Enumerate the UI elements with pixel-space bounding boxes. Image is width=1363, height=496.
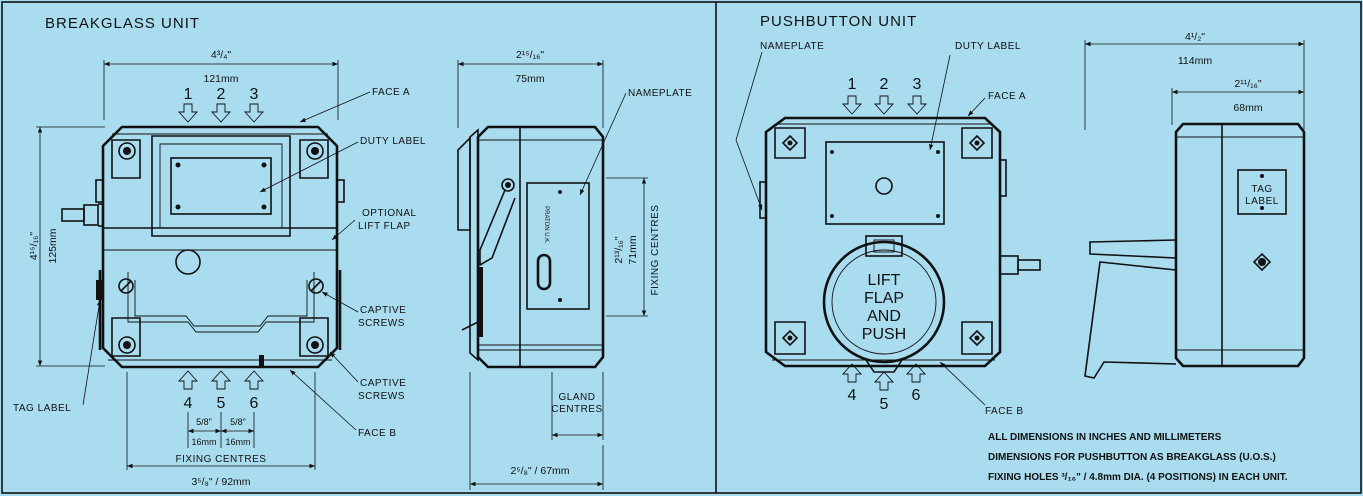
fixing-centres-dim: 3⁵/₈" / 92mm xyxy=(191,476,250,488)
breakglass-bottom-arrows: 4 5 6 xyxy=(177,370,265,412)
face-a-label: FACE A xyxy=(372,87,410,98)
side-bottom-dim: 2⁵/₈" / 67mm xyxy=(510,465,569,477)
captive-screws-label-1a: CAPTIVE xyxy=(360,305,406,316)
captive-screw-icon xyxy=(308,278,324,294)
spacing-in-2: 5/8" xyxy=(230,417,246,427)
arrow-label-4: 4 xyxy=(184,395,193,412)
pb-tag-label-1: TAG xyxy=(1251,184,1272,195)
captive-screws-label-1b: SCREWS xyxy=(358,318,405,329)
flap-text-lift: LIFT xyxy=(868,272,901,289)
fixing-hole-icon xyxy=(968,134,986,152)
pb-depth-in: 2¹¹/₁₆" xyxy=(1234,78,1262,90)
arrow-up-icon xyxy=(210,370,232,390)
gland-centres-label-1: GLAND xyxy=(559,392,596,403)
arrow-label-5: 5 xyxy=(217,395,226,412)
pb-width-in: 4¹/₂" xyxy=(1185,31,1205,43)
captive-screw-icon xyxy=(118,278,134,294)
fixing-hole-icon xyxy=(968,329,986,347)
flap-text-flap: FLAP xyxy=(864,290,904,307)
arrow-up-icon xyxy=(243,370,265,390)
breakglass-height-mm: 125mm xyxy=(47,228,59,263)
arrow-down-icon xyxy=(243,103,265,123)
note-line-2: DIMENSIONS FOR PUSHBUTTON AS BREAKGLASS … xyxy=(988,452,1276,463)
gland-icon xyxy=(1252,252,1272,272)
pushbutton-side-view xyxy=(1084,122,1306,379)
side-nameplate-label: NAMEPLATE xyxy=(628,88,692,99)
optional-lift-flap-label-1: OPTIONAL xyxy=(362,208,417,219)
tag-label-label: TAG LABEL xyxy=(13,403,71,414)
breakglass-front-view xyxy=(61,125,345,369)
arrow-label-2: 2 xyxy=(217,86,226,103)
breakglass-top-arrows: 1 2 3 xyxy=(177,86,265,123)
duty-label-label: DUTY LABEL xyxy=(360,136,426,147)
pushbutton-bottom-arrows: 4 5 6 xyxy=(841,363,927,413)
breakglass-height-in: 4¹⁵/₁₆" xyxy=(28,232,40,260)
pb-tag-label-plate xyxy=(1237,169,1287,215)
flap-text-and: AND xyxy=(867,308,901,325)
pb-duty-label-label: DUTY LABEL xyxy=(955,41,1021,52)
pb-face-a-label: FACE A xyxy=(988,91,1026,102)
pb-face-b-label: FACE B xyxy=(985,406,1024,417)
fixing-hole-icon xyxy=(118,142,136,160)
arrow-up-icon xyxy=(905,363,927,383)
breakglass-side-view: PRATON U.K. xyxy=(457,125,605,369)
pb-arrow-label-2: 2 xyxy=(880,76,889,93)
fixing-hole-icon xyxy=(306,336,324,354)
spacing-in-1: 5/8" xyxy=(196,417,212,427)
optional-lift-flap-label-2: LIFT FLAP xyxy=(358,221,411,232)
pb-nameplate-label: NAMEPLATE xyxy=(760,41,824,52)
nameplate-brand-text: PRATON U.K. xyxy=(543,206,549,244)
side-fixing-centres-label: FIXING CENTRES xyxy=(650,205,661,296)
lift-flap xyxy=(822,240,946,364)
spacing-mm-1: 16mm xyxy=(191,437,216,447)
arrow-down-icon xyxy=(906,95,928,115)
fixing-hole-icon xyxy=(781,329,799,347)
arrow-up-icon xyxy=(873,371,895,391)
breakglass-title: BREAKGLASS UNIT xyxy=(45,15,200,32)
duty-label-plate xyxy=(170,157,272,215)
arrow-label-1: 1 xyxy=(184,86,193,103)
note-line-3: FIXING HOLES ³/₁₆" / 4.8mm DIA. (4 POSIT… xyxy=(988,472,1288,483)
side-fixing-in: 2¹³/₁₆" xyxy=(613,236,625,264)
side-depth-in: 2¹⁵/₁₆" xyxy=(516,49,544,61)
fixing-hole-icon xyxy=(781,134,799,152)
arrow-label-3: 3 xyxy=(250,86,259,103)
fixing-hole-icon xyxy=(306,142,324,160)
gland-centres-label-2: CENTRES xyxy=(551,404,602,415)
flap-text-push: PUSH xyxy=(862,326,906,343)
pb-arrow-label-1: 1 xyxy=(848,76,857,93)
fixing-centres-label: FIXING CENTRES xyxy=(176,454,267,465)
fixing-hole-icon xyxy=(118,336,136,354)
pb-arrow-label-4: 4 xyxy=(848,387,857,404)
pb-duty-label-plate xyxy=(825,141,945,225)
arrow-label-6: 6 xyxy=(250,395,259,412)
arrow-up-icon xyxy=(177,370,199,390)
note-line-1: ALL DIMENSIONS IN INCHES AND MILLIMETERS xyxy=(988,432,1222,443)
captive-screws-label-2b: SCREWS xyxy=(358,391,405,402)
pushbutton-front-view xyxy=(759,116,1041,373)
pb-depth-mm: 68mm xyxy=(1233,102,1262,114)
breakglass-width-mm: 121mm xyxy=(203,73,238,85)
breakglass-width-in: 4³/₄" xyxy=(211,49,232,61)
nameplate-plate xyxy=(526,182,590,310)
pushbutton-title: PUSHBUTTON UNIT xyxy=(760,13,917,30)
arrow-up-icon xyxy=(841,363,863,383)
spacing-mm-2: 16mm xyxy=(225,437,250,447)
arrow-down-icon xyxy=(873,95,895,115)
arrow-down-icon xyxy=(210,103,232,123)
pb-tag-label-2: LABEL xyxy=(1245,196,1279,207)
pb-arrow-label-5: 5 xyxy=(880,396,889,413)
pb-width-mm: 114mm xyxy=(1178,55,1212,67)
arrow-down-icon xyxy=(177,103,199,123)
arrow-down-icon xyxy=(841,95,863,115)
captive-screws-label-2a: CAPTIVE xyxy=(360,378,406,389)
pb-arrow-label-6: 6 xyxy=(912,387,921,404)
pb-arrow-label-3: 3 xyxy=(913,76,922,93)
pushbutton-top-arrows: 1 2 3 xyxy=(841,76,928,115)
face-b-label: FACE B xyxy=(358,428,397,439)
side-fixing-mm: 71mm xyxy=(627,235,639,264)
side-depth-mm: 75mm xyxy=(515,73,544,85)
